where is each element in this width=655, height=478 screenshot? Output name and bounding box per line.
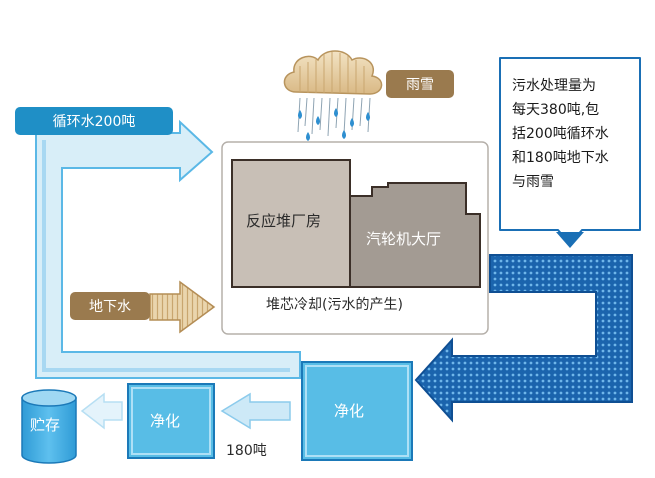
info-text: 污水处理量为 每天380吨,包 括200吨循环水 和180吨地下水 与雨雪 (512, 74, 609, 194)
recycle-water-tag: 循环水200吨 (15, 107, 173, 135)
flow-180-label: 180吨 (226, 443, 267, 459)
info-line-2: 每天380吨,包 (512, 102, 600, 118)
storage-tank-icon (21, 389, 77, 464)
info-callout (499, 57, 641, 248)
info-line-4: 和180吨地下水 (512, 150, 609, 166)
groundwater-tag: 地下水 (70, 292, 150, 320)
rain-icon (297, 97, 371, 137)
groundwater-arrow (149, 280, 216, 334)
info-line-1: 污水处理量为 (512, 78, 596, 94)
purify-main-label: 净化 (334, 402, 365, 420)
flow-arrow-storage (80, 392, 123, 430)
purify-small-box (127, 383, 215, 459)
recycle-water-pipe (35, 119, 301, 379)
info-line-3: 括200吨循环水 (512, 126, 609, 142)
wastewater-pipe (414, 254, 633, 423)
flow-arrow-left (220, 392, 291, 430)
reactor-building-label: 反应堆厂房 (246, 212, 322, 230)
raindrop-icons (298, 108, 370, 141)
turbine-hall-label: 汽轮机大厅 (366, 230, 442, 248)
storage-label: 贮存 (30, 416, 61, 434)
recycle-water-label: 循环水200吨 (52, 114, 136, 130)
core-cooling-label: 堆芯冷却(污水的产生) (266, 297, 403, 313)
rain-snow-label: 雨雪 (406, 77, 434, 93)
rain-snow-tag: 雨雪 (386, 70, 454, 98)
groundwater-label: 地下水 (89, 299, 131, 315)
purify-small-label: 净化 (150, 412, 181, 430)
purify-main-box (301, 361, 413, 461)
info-line-5: 与雨雪 (512, 174, 554, 190)
turbine-hall (349, 182, 481, 288)
cloud-icon (283, 50, 383, 95)
